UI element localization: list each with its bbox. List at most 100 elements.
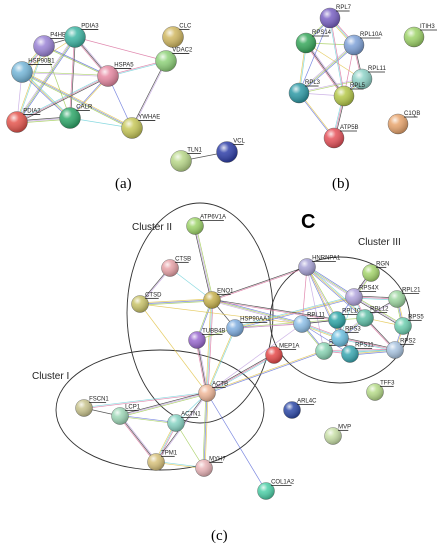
node-shine <box>265 346 283 364</box>
node-label: RPL7 <box>336 5 352 11</box>
node-shine <box>64 26 86 48</box>
node-label: TLN1 <box>187 148 202 154</box>
node-shine <box>59 107 81 129</box>
node-label: RPL5 <box>350 83 366 89</box>
node-tpm1: TPM1 <box>147 450 178 471</box>
node-label: ACTB <box>212 381 228 387</box>
node-shine <box>198 384 216 402</box>
node-rpl5: RPL5 <box>333 83 366 107</box>
node-shine <box>195 459 213 477</box>
node-clc: CLC <box>162 24 192 48</box>
node-shine <box>366 383 384 401</box>
edge-CTSD-RPL11c <box>139 303 303 325</box>
edge-ENO1-RPL10 <box>211 300 337 321</box>
node-rps14: RPS14 <box>295 30 332 54</box>
node-label: RPS5 <box>408 314 424 320</box>
node-rpl21: RPL21 <box>388 287 421 308</box>
node-label: P4HB <box>50 33 66 39</box>
node-label: HSP90B1 <box>28 59 55 65</box>
node-label: LCP1 <box>125 404 141 410</box>
edge-ACTB-MEP1A <box>207 355 275 395</box>
node-ctsd: CTSD <box>131 292 162 313</box>
edge-PDIA3-PDIA2 <box>15 36 75 122</box>
edge-ACTB-FSCN1 <box>84 393 208 409</box>
node-shine <box>121 117 143 139</box>
node-atp5b: ATP5B <box>323 125 359 149</box>
cluster-outlines <box>55 202 411 471</box>
node-label: VDAC2 <box>172 48 193 54</box>
node-label: RPL3 <box>305 80 321 86</box>
edge-ENO1-RPL10 <box>212 299 338 320</box>
node-label: RPL11 <box>368 66 387 72</box>
edge-RPS14-RPL5 <box>304 43 344 97</box>
node-shine <box>345 288 363 306</box>
panel-b-label: (b) <box>332 176 350 192</box>
edge-HSP90B1-HSPA5 <box>21 72 108 77</box>
node-rps3: RPS3 <box>331 326 361 347</box>
edge-ACTB-LCP1 <box>119 392 208 417</box>
edge-CTSD-ENO1 <box>140 300 213 306</box>
node-shine <box>111 407 129 425</box>
node-hsp90b1: HSP90B1 <box>11 59 55 83</box>
edge-CTSB-ENO1 <box>169 267 213 301</box>
node-label: VCL <box>233 139 245 145</box>
edge-ATP6V1A-ENO1 <box>195 225 214 300</box>
node-shine <box>341 345 359 363</box>
node-label: RPL11 <box>307 312 326 318</box>
node-shine <box>293 315 311 333</box>
node-label: ENO1 <box>217 288 234 294</box>
node-hsp90aa1: HSP90AA1 <box>226 316 271 337</box>
node-myh7: MYH7 <box>195 456 226 477</box>
edge-CTSD-ACTB <box>139 303 208 394</box>
node-label: COL1A2 <box>271 479 295 485</box>
node-shine <box>6 111 28 133</box>
node-shine <box>283 401 301 419</box>
node-rpl11: RPL11 <box>293 312 326 333</box>
node-label: HSP90AA1 <box>240 316 271 322</box>
node-shine <box>356 309 374 327</box>
node-shine <box>170 150 192 172</box>
node-actb: ACTB <box>198 381 228 402</box>
node-label: RPL10 <box>342 308 361 314</box>
edge-RPS15-RPS2 <box>323 349 395 351</box>
node-shine <box>404 27 424 47</box>
node-label: MVP <box>338 424 351 430</box>
node-ctsb: CTSB <box>161 256 191 277</box>
node-shine <box>320 8 340 28</box>
node-p4hb: P4HB <box>33 33 66 57</box>
panel-c-header: C <box>301 211 315 233</box>
node-shine <box>226 319 244 337</box>
node-label: CTSD <box>145 292 162 298</box>
edge-VDAC2-YWHAE <box>131 60 166 128</box>
node-shine <box>161 259 179 277</box>
edge-ENO1-ACTB <box>206 299 213 394</box>
edge-ENO1-ACTB <box>205 299 212 393</box>
edge-LCP1-ACTN1 <box>120 415 177 423</box>
edge-TUBB4B-ACTB <box>196 339 208 394</box>
edge-HNRNPA1-RPL12 <box>306 267 365 320</box>
edge-RPS15-RPS2 <box>324 350 396 352</box>
node-rpl10a: RPL10A <box>343 32 382 56</box>
edge-HSP90B1-CALR <box>20 72 70 120</box>
edge-RPL10A-RPL3 <box>298 43 354 93</box>
edge-TUBB4B-ACTB <box>197 339 209 393</box>
node-shine <box>162 26 184 48</box>
node-ywhae: YWHAE <box>121 115 160 139</box>
node-tff3: TFF3 <box>366 380 395 401</box>
edge-ACTB-MYH7 <box>202 392 207 468</box>
node-shine <box>97 65 119 87</box>
node-hspa5: HSPA5 <box>97 63 134 87</box>
node-lcp1: LCP1 <box>111 404 141 425</box>
edge-ACTB-MEP1A <box>206 353 274 393</box>
node-shine <box>298 258 316 276</box>
panel-a-label: (a) <box>115 176 132 192</box>
edge-RPS3-RPS2 <box>340 336 396 350</box>
node-shine <box>131 295 149 313</box>
node-tln1: TLN1 <box>170 148 203 172</box>
node-mep1a: MEP1A <box>265 343 299 364</box>
node-rpl7: RPL7 <box>319 5 352 29</box>
edge-P4HB-HSPA5 <box>43 46 108 77</box>
edge-HSP90B1-CALR <box>22 70 72 118</box>
node-mvp: MVP <box>324 424 351 445</box>
edge-ATP6V1A-ENO1 <box>194 225 213 301</box>
